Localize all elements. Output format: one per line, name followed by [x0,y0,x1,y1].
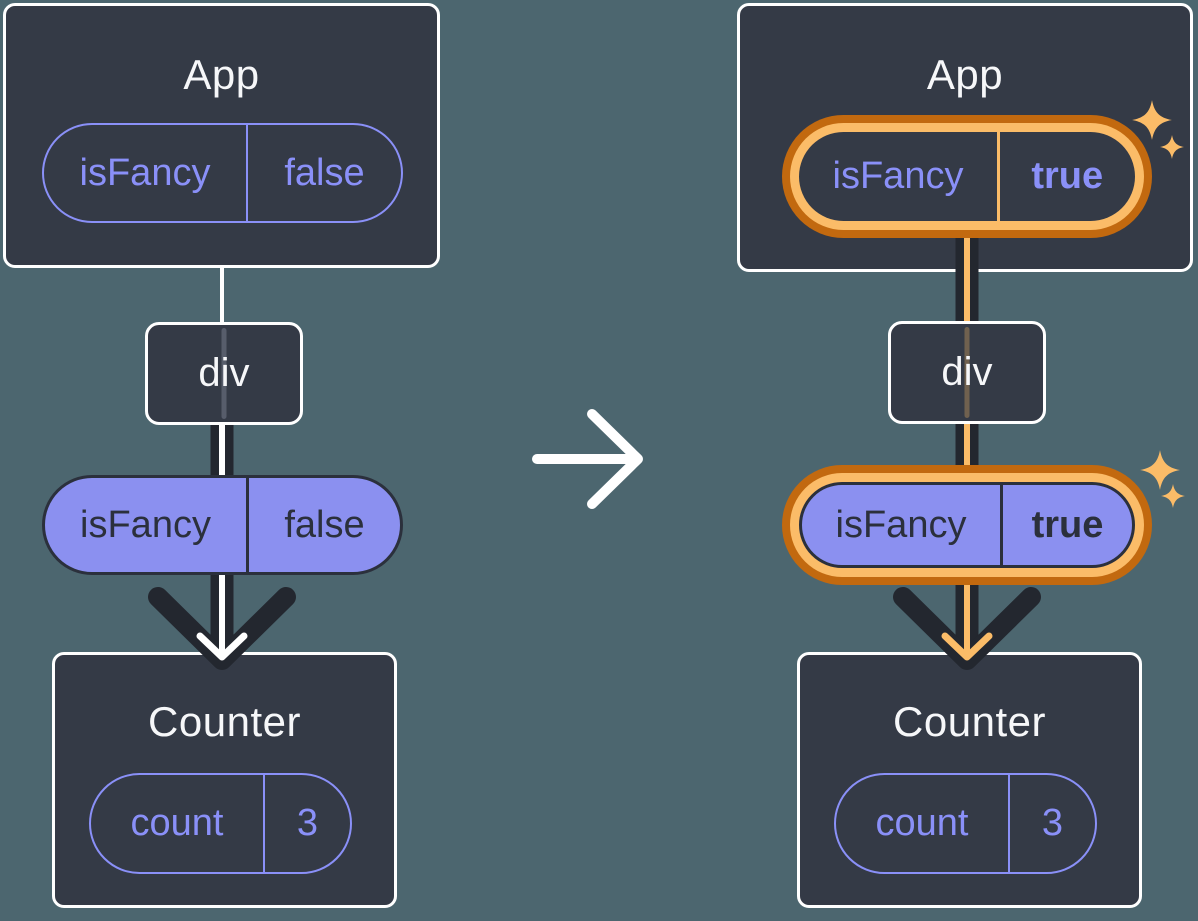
left-counter-state-value: 3 [296,802,319,844]
right-prop-value: true [1031,503,1104,546]
right-app-state-value: true [1031,155,1104,197]
left-counter-title: Counter [52,697,397,747]
sparkle-icon-prop-small [1161,484,1185,508]
right-app-title: App [737,46,1193,104]
left-app-state-name: isFancy [79,151,211,194]
right-div-label: div [941,350,993,394]
right-div-node: div [888,321,1046,424]
right-app-title-text: App [926,51,1004,98]
left-app-title: App [3,46,440,104]
right-counter-title-text: Counter [893,698,1046,745]
left-app-title-text: App [183,51,260,98]
left-prop-pill: isFancy false [42,475,403,575]
right-app-state-pill: isFancy true [799,132,1135,221]
right-counter-state-value: 3 [1041,802,1064,844]
left-counter-state-pill: count 3 [89,773,352,874]
right-counter-state-divider [1008,775,1010,872]
right-prop-pill: isFancy true [799,482,1135,568]
transition-arrow-icon [532,409,643,509]
sparkle-icon-prop-large [1140,450,1180,490]
left-prop-divider [246,478,249,572]
right-counter-state-pill: count 3 [834,773,1097,874]
left-div-label: div [198,351,250,395]
left-app-state-divider [246,125,248,221]
right-prop-divider [1000,485,1003,565]
right-counter-state-name: count [875,802,969,844]
left-prop-name: isFancy [80,503,211,546]
right-app-state-divider [997,132,1000,221]
right-counter-title: Counter [797,697,1142,747]
left-div-node: div [145,322,303,425]
right-prop-name: isFancy [835,503,967,546]
left-div-trace-line [221,328,227,419]
left-counter-title-text: Counter [148,698,301,745]
right-div-trace-line [964,327,970,418]
left-counter-state-divider [263,775,265,872]
left-counter-state-name: count [130,802,224,844]
left-app-state-pill: isFancy false [42,123,403,223]
left-prop-value: false [284,503,365,546]
right-app-state-name: isFancy [832,155,964,197]
left-app-state-value: false [284,151,365,194]
